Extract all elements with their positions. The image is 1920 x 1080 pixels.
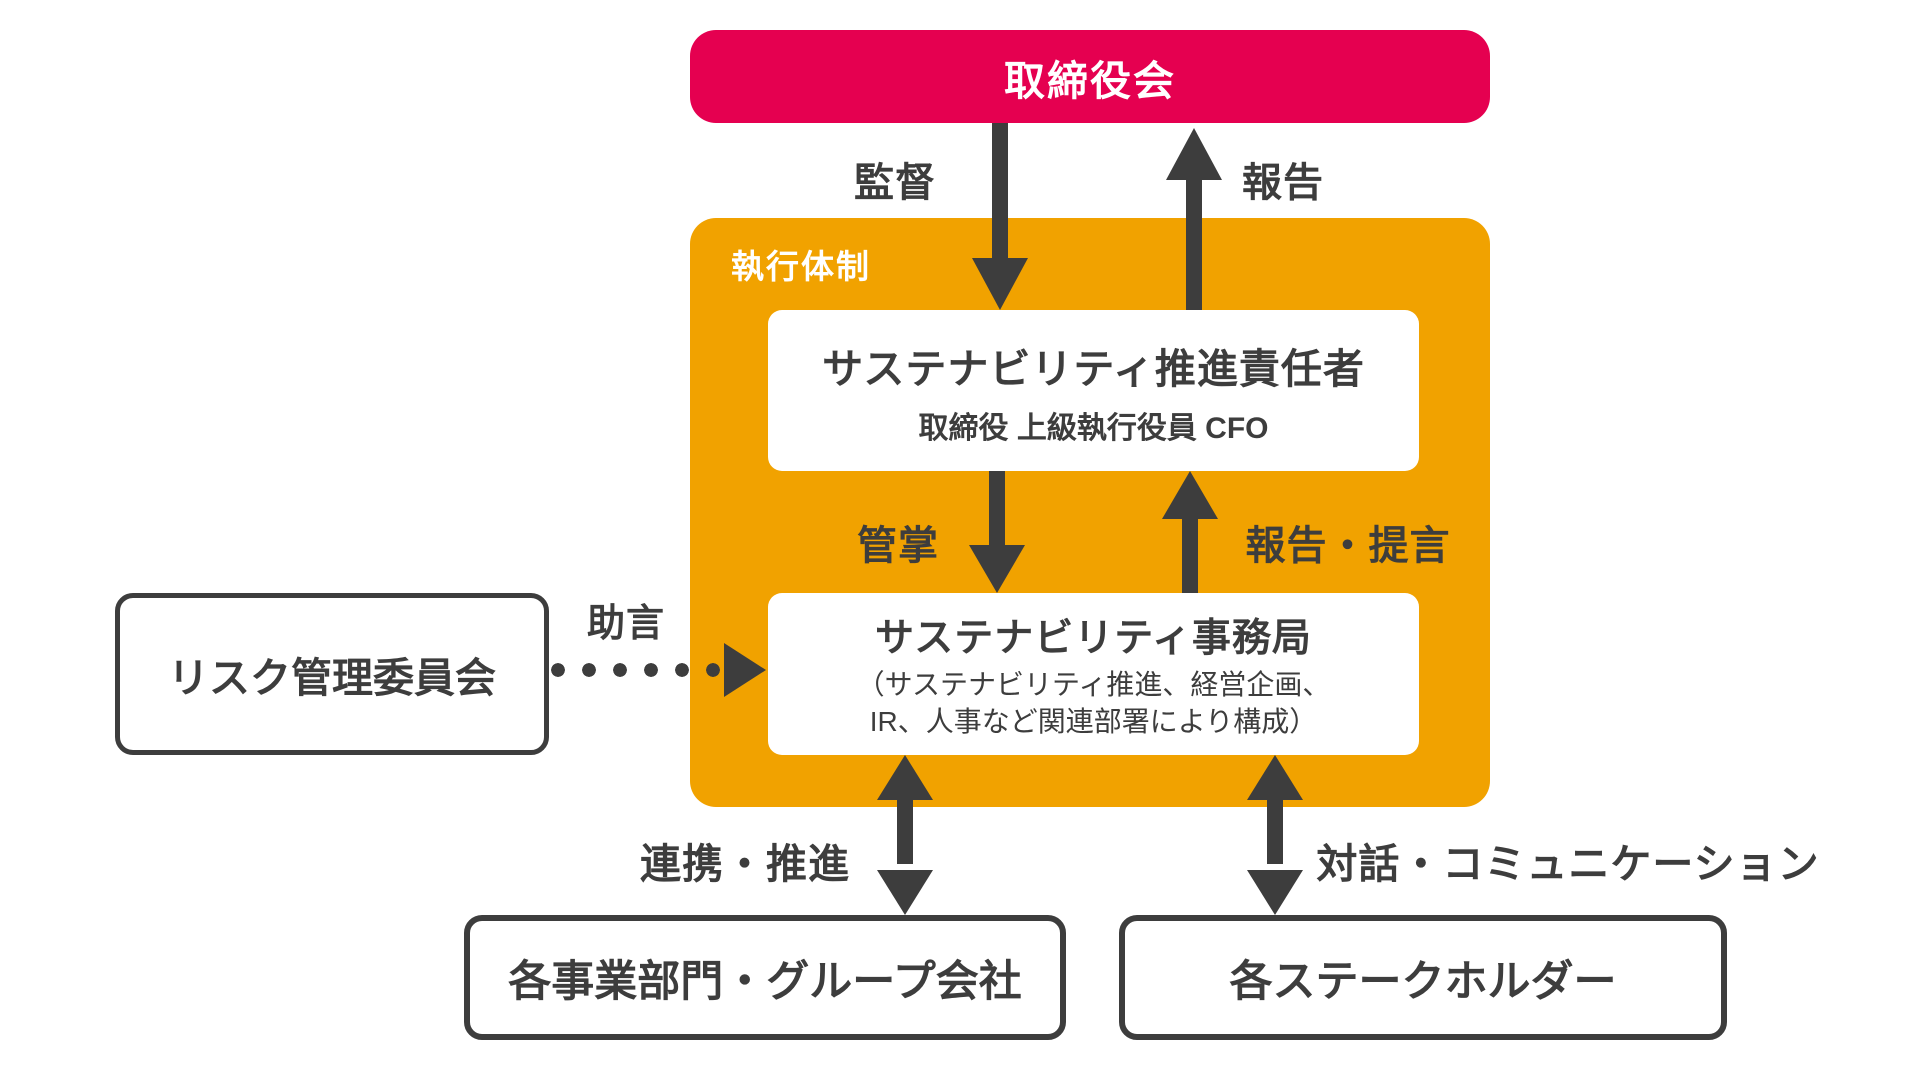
arrow-shaft	[992, 123, 1008, 261]
arrow-shaft	[989, 471, 1005, 549]
business-units-box: 各事業部門・グループ会社	[464, 915, 1066, 1040]
arrow-shaft	[1182, 516, 1198, 593]
business-units-label: 各事業部門・グループ会社	[508, 957, 1022, 1006]
arrow-right-icon	[724, 643, 766, 697]
stakeholders-box: 各ステークホルダー	[1119, 915, 1727, 1040]
supervision-label: 監督	[854, 161, 936, 205]
arrow-shaft	[1186, 177, 1202, 310]
arrow-up-icon	[1247, 755, 1303, 800]
secretariat-note-line1: （サステナビリティ推進、経営企画、	[856, 669, 1331, 701]
sustainability-secretariat-box: サステナビリティ事務局 （サステナビリティ推進、経営企画、 IR、人事など関連部…	[768, 593, 1419, 755]
sustainability-officer-box: サステナビリティ推進責任者 取締役 上級執行役員 CFO	[768, 310, 1419, 471]
dotted-line	[551, 663, 725, 677]
collaboration-label: 連携・推進	[640, 841, 850, 887]
risk-committee-box: リスク管理委員会	[115, 593, 549, 755]
arrow-up-icon	[877, 755, 933, 800]
stakeholders-label: 各ステークホルダー	[1229, 957, 1617, 1006]
sustainability-officer-title: サステナビリティ推進責任者	[822, 345, 1365, 392]
jurisdiction-label: 管掌	[857, 524, 939, 568]
secretariat-note-line2: IR、人事など関連部署により構成）	[869, 706, 1318, 737]
risk-committee-label: リスク管理委員会	[168, 655, 496, 701]
execution-structure-label: 執行体制	[731, 248, 871, 285]
arrow-up-icon	[1166, 128, 1222, 180]
arrow-down-icon	[877, 870, 933, 915]
advice-label: 助言	[586, 603, 666, 645]
arrow-shaft	[897, 797, 913, 864]
board-of-directors-label: 取締役会	[1004, 57, 1176, 104]
sustainability-officer-subtitle: 取締役 上級執行役員 CFO	[918, 411, 1269, 445]
report-proposal-label: 報告・提言	[1245, 524, 1451, 568]
arrow-shaft	[1267, 797, 1283, 864]
arrow-down-icon	[969, 545, 1025, 593]
arrow-down-icon	[1247, 870, 1303, 915]
sustainability-secretariat-title: サステナビリティ事務局	[875, 617, 1312, 661]
report-label: 報告	[1242, 161, 1324, 205]
dialogue-label: 対話・コミュニケーション	[1316, 841, 1820, 887]
arrow-down-icon	[972, 258, 1028, 310]
board-of-directors-box: 取締役会	[690, 30, 1490, 123]
arrow-up-icon	[1162, 471, 1218, 519]
